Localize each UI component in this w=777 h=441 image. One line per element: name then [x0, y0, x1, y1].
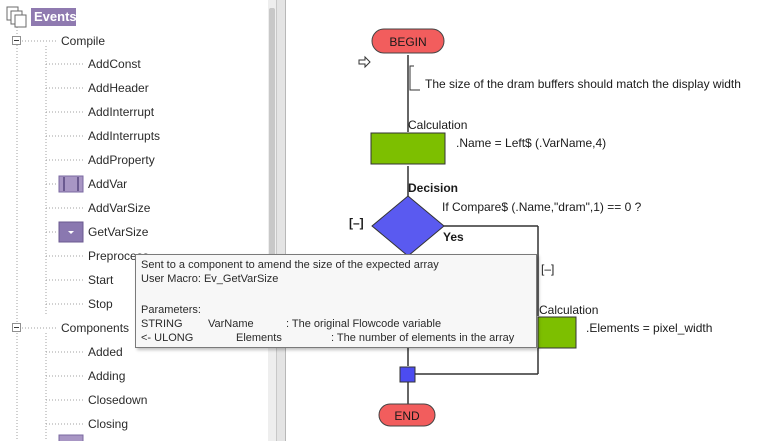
- decision-yes-label: Yes: [443, 230, 464, 244]
- right-arrow-icon: [358, 55, 371, 69]
- tooltip-param-desc: : The original Flowcode variable: [286, 318, 442, 330]
- tooltip-params-heading: Parameters:: [141, 304, 201, 316]
- tree-item-preprocess[interactable]: Preprocess: [88, 249, 149, 263]
- tree-item-closedown[interactable]: Closedown: [88, 393, 148, 407]
- calc2-block[interactable]: [537, 316, 577, 349]
- calc1-expression: .Name = Left$ (.VarName,4): [456, 136, 606, 150]
- tree-item-addheader[interactable]: AddHeader: [88, 81, 149, 95]
- tooltip-macro: User Macro: Ev_GetVarSize: [141, 273, 279, 285]
- end-terminal[interactable]: [378, 403, 436, 427]
- events-root-label[interactable]: Events: [31, 8, 77, 26]
- decision-collapse-left[interactable]: [–]: [349, 216, 364, 230]
- dropdown-arrow-icon[interactable]: [58, 221, 84, 243]
- calc2-expression: .Elements = pixel_width: [586, 321, 712, 335]
- tree-item-adding[interactable]: Adding: [88, 369, 126, 383]
- pane-splitter[interactable]: [276, 0, 286, 441]
- tooltip-param-desc: : The number of elements in the array: [331, 332, 515, 344]
- flowchart-svg: BEGIN The size of the dram buffers shoul…: [349, 28, 741, 427]
- begin-terminal[interactable]: [371, 28, 445, 54]
- tooltip-param-type: STRING: [141, 318, 183, 330]
- tree-item-closing[interactable]: Closing: [88, 417, 129, 431]
- decision-block[interactable]: [371, 195, 445, 257]
- tree-item-addinterrupts[interactable]: AddInterrupts: [88, 129, 161, 143]
- tree-item-getvarsize[interactable]: GetVarSize: [88, 225, 149, 239]
- tooltip-param-name: Elements: [236, 332, 282, 344]
- tree-group-components[interactable]: Components: [61, 321, 130, 335]
- tree-scrollbar[interactable]: [268, 0, 276, 441]
- macro-assigned-icon-partial: [58, 434, 84, 441]
- end-label: END: [394, 409, 420, 423]
- tooltip-param-type: <- ULONG: [141, 332, 194, 344]
- calc1-block[interactable]: [370, 132, 446, 165]
- tree-item-start[interactable]: Start: [88, 273, 114, 287]
- tree-item-addvarsize[interactable]: AddVarSize: [88, 201, 151, 215]
- tree-item-addvar[interactable]: AddVar: [88, 177, 128, 191]
- tree-lines: [16, 27, 84, 441]
- calc2-title: Calculation: [539, 303, 598, 317]
- tree-item-addinterrupt[interactable]: AddInterrupt: [88, 105, 155, 119]
- decision-condition: If Compare$ (.Name,"dram",1) == 0 ?: [442, 200, 642, 214]
- calc1-title: Calculation: [408, 118, 467, 132]
- event-tooltip: Sent to a component to amend the size of…: [135, 254, 537, 348]
- comment-text: The size of the dram buffers should matc…: [425, 77, 741, 91]
- components-collapse-toggle[interactable]: [12, 323, 21, 332]
- begin-label: BEGIN: [389, 35, 426, 49]
- decision-title: Decision: [408, 181, 458, 195]
- tooltip-param-name: VarName: [208, 318, 254, 330]
- tree-group-compile[interactable]: Compile: [61, 34, 106, 48]
- tree-scrollbar-thumb[interactable]: [269, 8, 275, 308]
- tree-item-stop[interactable]: Stop: [88, 297, 113, 311]
- flowchart-canvas[interactable]: BEGIN The size of the dram buffers shoul…: [286, 0, 777, 441]
- merge-connector[interactable]: [399, 366, 416, 383]
- events-folder-icon: [6, 6, 27, 28]
- tree-item-added[interactable]: Added: [88, 345, 123, 359]
- tooltip-description: Sent to a component to amend the size of…: [141, 259, 439, 271]
- tree-item-addconst[interactable]: AddConst: [88, 57, 141, 71]
- compile-collapse-toggle[interactable]: [12, 36, 21, 45]
- comment-bracket: [409, 65, 420, 91]
- tree-item-addproperty[interactable]: AddProperty: [88, 153, 155, 167]
- decision-collapse-right[interactable]: [–]: [541, 262, 554, 276]
- macro-assigned-icon: [58, 175, 84, 193]
- events-tree-pane: Events Compile AddConst AddHeader AddInt…: [0, 0, 276, 441]
